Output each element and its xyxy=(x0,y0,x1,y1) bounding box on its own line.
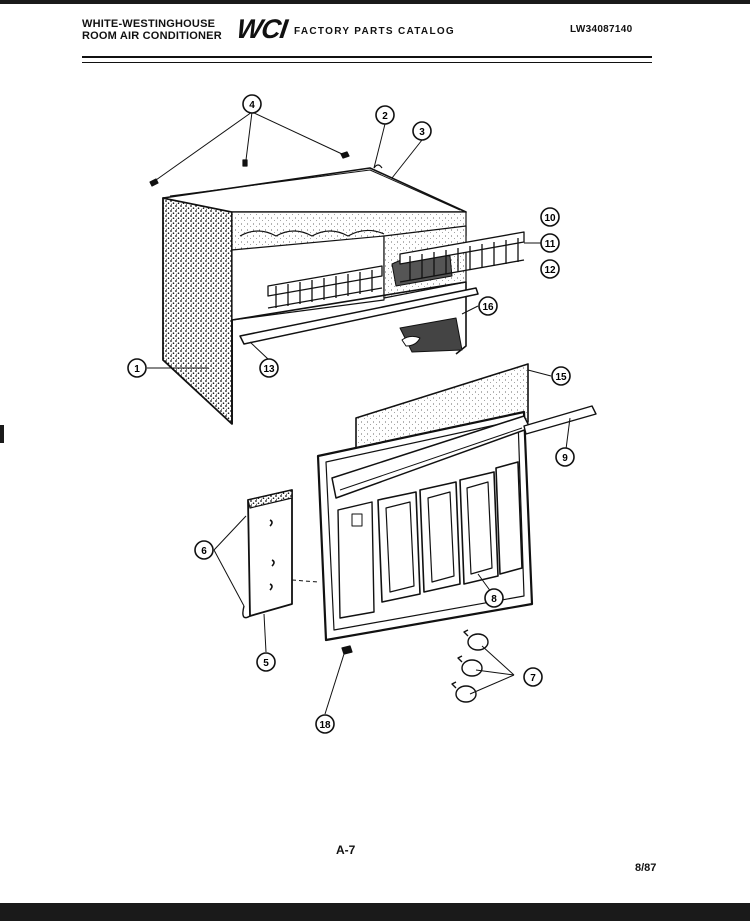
callout-8: 8 xyxy=(484,588,504,608)
scan-border-bottom xyxy=(0,903,750,921)
brand-block: WHITE-WESTINGHOUSE ROOM AIR CONDITIONER xyxy=(82,18,222,42)
callout-1: 1 xyxy=(127,358,147,378)
catalog-number: LW34087140 xyxy=(570,24,633,35)
leader-lines xyxy=(147,111,571,715)
callout-12: 12 xyxy=(540,259,560,279)
side-trim-strip xyxy=(523,405,597,435)
callout-13: 13 xyxy=(259,358,279,378)
brand-line-2: ROOM AIR CONDITIONER xyxy=(82,30,222,42)
svg-text:18: 18 xyxy=(319,720,331,731)
callout-6: 6 xyxy=(194,540,214,560)
svg-text:15: 15 xyxy=(555,372,567,383)
svg-text:3: 3 xyxy=(419,127,425,138)
svg-text:5: 5 xyxy=(263,658,269,669)
retaining-clip xyxy=(341,645,353,655)
callout-5: 5 xyxy=(256,652,276,672)
mounting-bracket xyxy=(399,317,463,353)
scan-border-top xyxy=(0,0,750,4)
svg-text:2: 2 xyxy=(382,111,388,122)
header-rule-thick xyxy=(82,56,652,58)
svg-text:13: 13 xyxy=(263,364,275,375)
svg-text:7: 7 xyxy=(530,673,536,684)
top-fastener xyxy=(373,164,383,169)
svg-text:10: 10 xyxy=(544,213,556,224)
louver-grille-right xyxy=(399,231,525,283)
control-panel xyxy=(242,489,293,619)
catalog-title: FACTORY PARTS CATALOG xyxy=(294,26,456,37)
callout-2: 2 xyxy=(375,105,395,125)
callout-16: 16 xyxy=(478,296,498,316)
control-knobs xyxy=(451,629,489,703)
front-panel xyxy=(316,410,534,642)
svg-text:12: 12 xyxy=(544,265,556,276)
callout-markers: 4 2 3 10 11 12 16 1 13 15 9 6 8 5 7 18 xyxy=(127,94,575,734)
svg-text:8: 8 xyxy=(491,594,497,605)
svg-text:4: 4 xyxy=(249,100,255,111)
date-code: 8/87 xyxy=(635,862,657,874)
svg-text:9: 9 xyxy=(562,453,568,464)
scan-border-left-mark xyxy=(0,425,4,443)
callout-18: 18 xyxy=(315,714,335,734)
callout-7: 7 xyxy=(523,667,543,687)
callout-3: 3 xyxy=(412,121,432,141)
svg-text:16: 16 xyxy=(482,302,494,313)
svg-text:11: 11 xyxy=(545,239,556,250)
callout-9: 9 xyxy=(555,447,575,467)
louver-grille-left xyxy=(267,265,383,309)
callout-11: 11 xyxy=(540,233,560,253)
svg-text:6: 6 xyxy=(201,546,207,557)
callout-4: 4 xyxy=(242,94,262,114)
header-rule-thin xyxy=(82,62,652,63)
page-reference: A-7 xyxy=(336,843,356,857)
callout-10: 10 xyxy=(540,207,560,227)
callout-15: 15 xyxy=(551,366,571,386)
base-rail xyxy=(239,287,479,345)
svg-text:1: 1 xyxy=(134,364,140,375)
screw-set xyxy=(149,151,350,187)
cabinet-shell xyxy=(162,167,467,425)
brand-line-1: WHITE-WESTINGHOUSE xyxy=(82,18,216,30)
